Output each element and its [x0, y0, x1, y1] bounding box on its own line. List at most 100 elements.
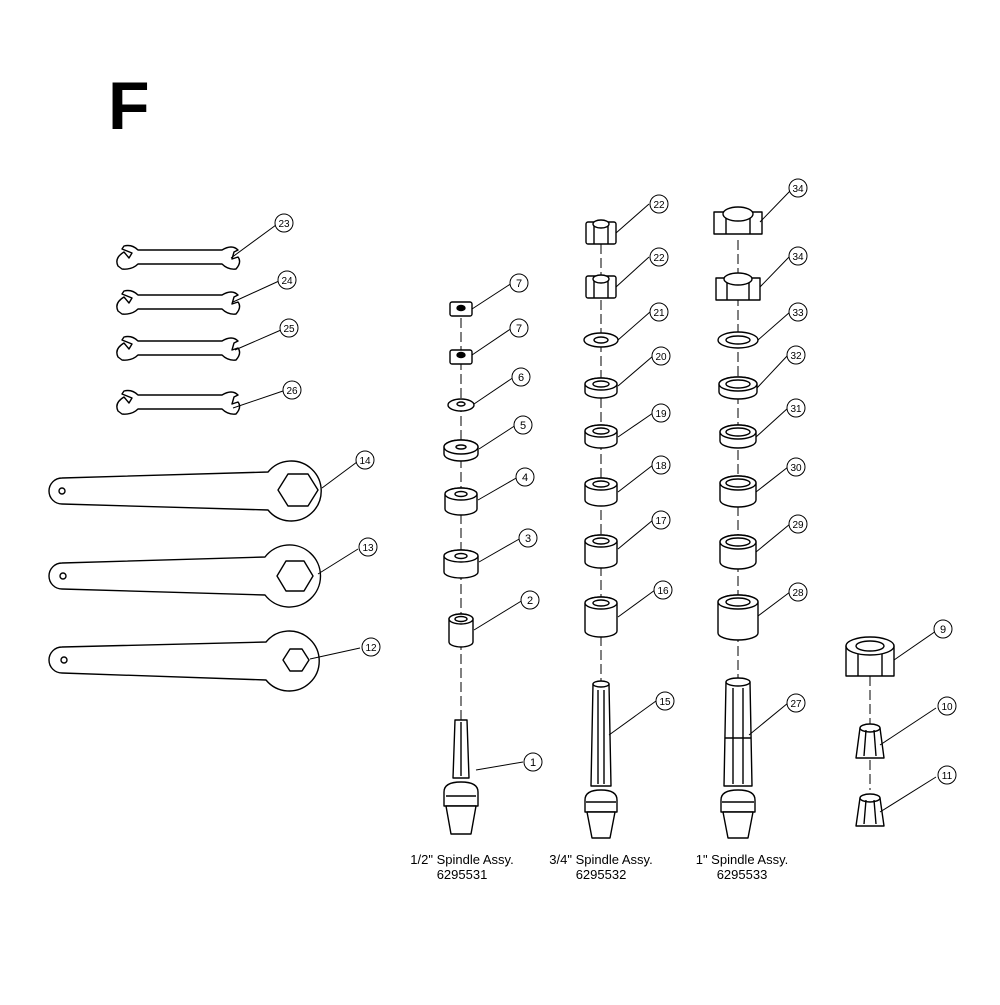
half-inch-spindle-stack — [443, 301, 479, 835]
callout-label: 32 — [790, 351, 802, 362]
callout-circle — [274, 213, 294, 233]
callout-label: 34 — [792, 252, 804, 263]
callout-circle — [788, 514, 808, 534]
callout-circle — [937, 696, 957, 716]
callout-30: 30 — [786, 457, 806, 477]
callout-13: 13 — [358, 537, 378, 557]
callout-label: 1 — [530, 757, 536, 769]
callout-balloons: 1234567791011121314151617181920212222232… — [274, 178, 957, 785]
assembly-part-number: 6295533 — [716, 867, 768, 882]
callout-circle — [655, 691, 675, 711]
assembly-name: 1/2" Spindle Assy. — [410, 852, 514, 867]
callout-label: 9 — [940, 624, 946, 636]
callout-23: 23 — [274, 213, 294, 233]
callout-15: 15 — [655, 691, 675, 711]
callout-label: 5 — [520, 420, 526, 432]
callout-label: 2 — [527, 595, 533, 607]
callout-label: 18 — [655, 461, 667, 472]
callout-label: 15 — [659, 697, 671, 708]
callout-circle — [788, 246, 808, 266]
callout-circle — [788, 178, 808, 198]
callout-10: 10 — [937, 696, 957, 716]
spanner-wrench-14 — [48, 460, 322, 522]
callout-7: 7 — [509, 273, 529, 293]
callout-label: 31 — [790, 404, 802, 415]
callout-22: 22 — [649, 194, 669, 214]
callout-14: 14 — [355, 450, 375, 470]
spanner-wrench-12 — [48, 630, 320, 692]
callout-label: 25 — [283, 324, 295, 335]
open-end-wrench-25 — [116, 335, 241, 361]
callout-circle — [651, 455, 671, 475]
one-inch-spindle-stack — [713, 206, 763, 839]
callout-label: 27 — [790, 699, 802, 710]
callout-circle — [786, 457, 806, 477]
callout-label: 23 — [278, 219, 290, 230]
callout-label: 7 — [516, 323, 522, 335]
callout-label: 26 — [286, 386, 298, 397]
callout-label: 30 — [790, 463, 802, 474]
callout-circle — [509, 273, 529, 293]
callout-circle — [651, 403, 671, 423]
callout-circle — [355, 450, 375, 470]
callout-label: 34 — [792, 184, 804, 195]
callout-34: 34 — [788, 178, 808, 198]
callout-label: 12 — [365, 643, 377, 654]
callout-label: 14 — [359, 456, 371, 467]
callout-27: 27 — [786, 693, 806, 713]
callout-1: 1 — [523, 752, 543, 772]
callout-circle — [361, 637, 381, 657]
open-end-wrench-23 — [116, 244, 241, 270]
callout-circle — [649, 302, 669, 322]
callout-circle — [509, 318, 529, 338]
callout-circle — [277, 270, 297, 290]
callout-circle — [653, 580, 673, 600]
callout-label: 20 — [655, 352, 667, 363]
callout-label: 3 — [525, 533, 531, 545]
assembly-name: 3/4" Spindle Assy. — [549, 852, 653, 867]
callout-circle — [515, 467, 535, 487]
callout-17: 17 — [651, 510, 671, 530]
callout-label: 33 — [792, 308, 804, 319]
callout-12: 12 — [361, 637, 381, 657]
callout-circle — [649, 194, 669, 214]
callout-16: 16 — [653, 580, 673, 600]
callout-circle — [358, 537, 378, 557]
callout-circle — [511, 367, 531, 387]
callout-circle — [651, 510, 671, 530]
three-quarter-inch-spindle-stack — [583, 219, 619, 839]
callout-28: 28 — [788, 582, 808, 602]
callout-9: 9 — [933, 619, 953, 639]
callout-circle — [937, 765, 957, 785]
page-letter: F — [108, 68, 150, 144]
callout-circle — [786, 345, 806, 365]
callout-label: 22 — [653, 253, 665, 264]
callout-label: 7 — [516, 278, 522, 290]
callout-19: 19 — [651, 403, 671, 423]
callout-circle — [788, 302, 808, 322]
callout-label: 10 — [941, 702, 953, 713]
callout-21: 21 — [649, 302, 669, 322]
callout-label: 28 — [792, 588, 804, 599]
callout-label: 19 — [655, 409, 667, 420]
callout-6: 6 — [511, 367, 531, 387]
assembly-caption-half-inch: 1/2" Spindle Assy. 6295531 — [372, 852, 552, 882]
callout-18: 18 — [651, 455, 671, 475]
assembly-part-number: 6295532 — [575, 867, 627, 882]
callout-circle — [933, 619, 953, 639]
callout-label: 16 — [657, 586, 669, 597]
callout-4: 4 — [515, 467, 535, 487]
callout-circle — [513, 415, 533, 435]
callout-label: 22 — [653, 200, 665, 211]
callout-circle — [649, 247, 669, 267]
callout-label: 13 — [362, 543, 374, 554]
callout-circle — [282, 380, 302, 400]
callout-circle — [523, 752, 543, 772]
callout-32: 32 — [786, 345, 806, 365]
callout-7: 7 — [509, 318, 529, 338]
callout-circle — [518, 528, 538, 548]
callout-label: 11 — [942, 771, 953, 782]
callout-circle — [788, 582, 808, 602]
open-end-wrench-26 — [116, 389, 241, 415]
